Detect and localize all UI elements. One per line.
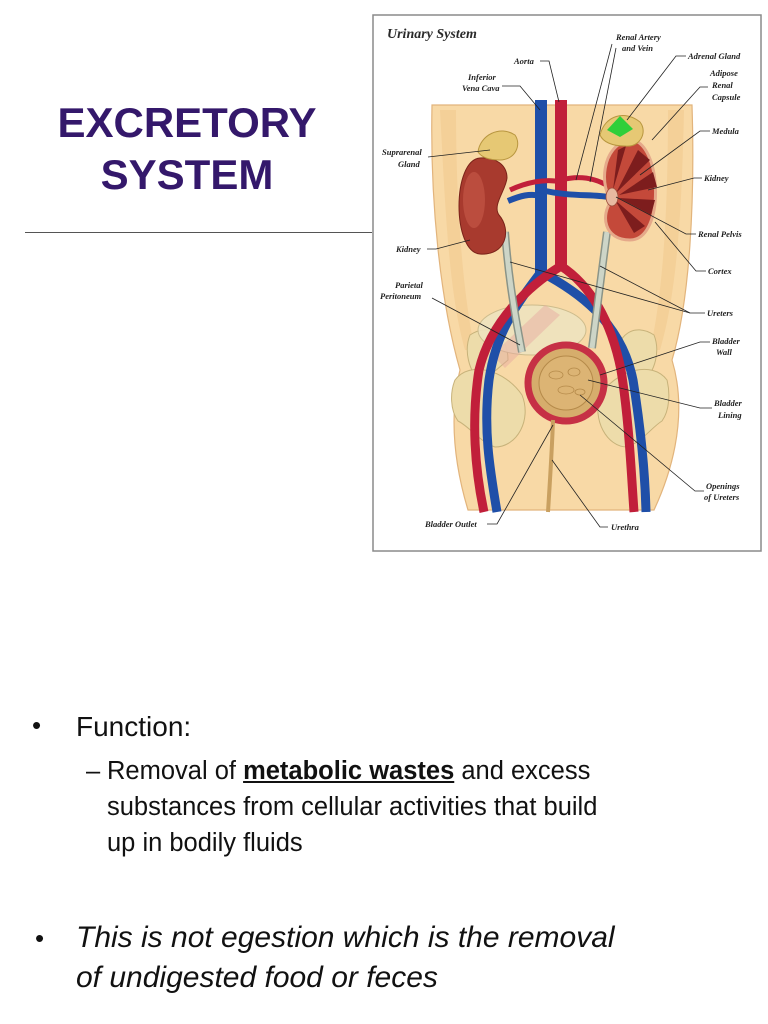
renal-pyramid <box>619 172 657 195</box>
label-capsule: Capsule <box>712 92 741 102</box>
renal-pyramid <box>615 200 645 233</box>
renal-vein-right <box>540 187 609 200</box>
label-ureters: Ureters <box>707 308 734 318</box>
torso-shading-right <box>650 110 684 350</box>
adrenal-gland-left <box>477 130 519 161</box>
ureter-left-inner <box>502 231 525 353</box>
iliac-artery-right <box>558 262 639 513</box>
leader-cortex <box>654 221 706 272</box>
leader-bladder-lining <box>587 379 712 409</box>
leader-aorta <box>540 60 560 103</box>
kidney-left-highlight <box>463 172 485 228</box>
leader-kidney-right <box>647 177 702 191</box>
label-vena-cava: Vena Cava <box>462 83 500 93</box>
sub-bullet-dash: – <box>86 757 101 785</box>
label-renal-artery: Renal Artery <box>615 32 661 42</box>
sub-bullet-line3: up in bodily fluids <box>107 829 303 857</box>
label-and-vein: and Vein <box>622 43 653 53</box>
renal-pelvis-shape <box>605 187 619 207</box>
leader-adrenal-gland <box>626 55 686 121</box>
bullet-function: Function: <box>76 711 192 742</box>
leader-renal-pelvis <box>615 196 696 235</box>
renal-artery-left <box>508 178 562 193</box>
urinary-system-diagram: Urinary System <box>372 14 762 552</box>
label-urethra: Urethra <box>611 522 640 532</box>
bullet-egestion-line2: of undigested food or feces <box>76 961 438 994</box>
adrenal-highlight <box>607 116 633 137</box>
label-adipose: Adipose <box>709 68 738 78</box>
leader-bladder-outlet <box>487 424 554 525</box>
sub-bullet-text: Removal of metabolic wastes and excess s… <box>107 753 597 861</box>
label-adrenal-gland: Adrenal Gland <box>687 51 741 61</box>
diagram-title: Urinary System <box>387 27 477 42</box>
iliac-vein-right <box>538 268 651 513</box>
leader-urethra <box>551 459 608 528</box>
label-aorta: Aorta <box>513 56 535 66</box>
leader-openings-of-ureters <box>579 394 704 492</box>
bullet-marker: • <box>32 710 42 740</box>
leader-renal-vein <box>589 47 617 183</box>
label-cortex: Cortex <box>708 266 732 276</box>
label-peritoneum: Peritoneum <box>380 291 421 301</box>
label-renal: Renal <box>711 80 733 90</box>
label-openings: Openings <box>706 481 740 491</box>
label-bladder-outlet: Bladder Outlet <box>424 519 477 529</box>
peritoneum-band <box>492 305 560 368</box>
renal-pyramid <box>616 150 650 193</box>
label-parietal: Parietal <box>395 280 423 290</box>
label-inferior: Inferior <box>467 72 497 82</box>
renal-vein-left <box>506 191 542 204</box>
leader-renal-artery <box>575 43 613 181</box>
leader-kidney-left <box>427 239 471 250</box>
leader-suprarenal-gland <box>427 149 491 158</box>
leader-bladder-wall <box>599 341 710 376</box>
bullet-egestion-note: This is not egestion which is the remova… <box>76 918 615 998</box>
label-medula: Medula <box>711 126 740 136</box>
label-bladder-lining-1: Bladder <box>713 398 743 408</box>
sub-bullet-prefix: Removal of <box>107 757 236 785</box>
sub-bullet-line1-rest: and excess <box>461 757 591 785</box>
torso-shading <box>440 110 475 350</box>
metabolic-wastes-emphasis: metabolic wastes <box>243 757 455 785</box>
label-kidney-left: Kidney <box>395 244 421 254</box>
bladder-lining <box>538 355 594 411</box>
iliac-artery-left <box>470 262 564 513</box>
label-gland: Gland <box>398 159 420 169</box>
label-of-ureters: of Ureters <box>704 492 740 502</box>
leader-inferior-vena-cava <box>502 85 541 111</box>
bladder-lining-fold <box>557 385 575 395</box>
renal-pyramid <box>619 198 655 215</box>
sub-bullet-line2: substances from cellular activities that… <box>107 793 598 821</box>
label-bladder-wall-1: Bladder <box>711 336 741 346</box>
bladder-lining-fold <box>548 370 564 380</box>
ureter-right-inner <box>589 231 610 349</box>
label-renal-pelvis: Renal Pelvis <box>697 229 742 239</box>
slide-title-line2: SYSTEM <box>100 151 274 198</box>
label-bladder-wall-2: Wall <box>716 347 733 357</box>
sub-bullet-line1: Removal of metabolic wastes and excess <box>107 753 597 789</box>
leader-parietal-peritoneum <box>431 297 521 346</box>
leader-medula <box>639 130 710 176</box>
label-kidney-right: Kidney <box>703 173 729 183</box>
bullet-marker: • <box>35 923 45 953</box>
urethra-shape <box>546 419 555 513</box>
bullet-egestion-line1: This is not egestion which is the remova… <box>76 921 615 954</box>
leader-adipose-renal-capsule <box>651 86 708 141</box>
bladder-lining-fold <box>567 367 581 377</box>
label-suprarenal: Suprarenal <box>382 147 422 157</box>
label-bladder-lining-2: Lining <box>717 410 742 420</box>
slide-title: EXCRETORY SYSTEM <box>27 97 347 201</box>
slide-title-line1: EXCRETORY <box>57 99 317 146</box>
renal-pyramid <box>613 146 626 190</box>
title-divider <box>25 232 372 233</box>
leader-ureter-right <box>599 265 691 314</box>
